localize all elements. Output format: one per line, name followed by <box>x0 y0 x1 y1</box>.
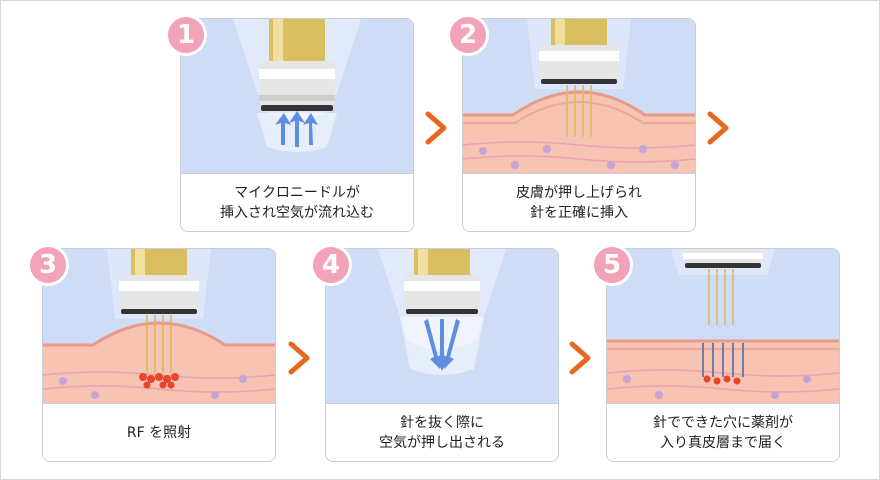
chevron-right-icon <box>707 111 729 145</box>
caption-line: 挿入され空気が流れ込む <box>220 205 374 221</box>
step-illustration-1 <box>181 19 413 173</box>
handpiece-icon <box>233 19 361 152</box>
step-badge-2: 2 <box>447 14 489 56</box>
caption-line: RF を照射 <box>126 425 192 441</box>
airflow-arrow-icon <box>275 111 318 147</box>
caption-line: 空気が押し出される <box>379 435 505 451</box>
medicine-channel-icon <box>702 343 744 377</box>
caption-line: 針を抜く際に <box>400 415 484 431</box>
step-caption-2: 皮膚が押し上げられ 針を正確に挿入 <box>463 173 695 231</box>
step-badge-5: 5 <box>591 244 633 286</box>
step-card-4: 針を抜く際に 空気が押し出される <box>325 248 559 462</box>
step-caption-5: 針でできた穴に薬剤が 入り真皮層まで届く <box>607 403 839 461</box>
step-illustration-2 <box>463 19 695 173</box>
step-caption-1: マイクロニードルが 挿入され空気が流れ込む <box>181 173 413 231</box>
step-card-3: RF を照射 <box>42 248 276 462</box>
step-card-1: マイクロニードルが 挿入され空気が流れ込む <box>180 18 414 232</box>
airflow-arrow-icon <box>424 319 460 371</box>
step-card-2: 皮膚が押し上げられ 針を正確に挿入 <box>462 18 696 232</box>
chevron-right-icon <box>425 111 447 145</box>
chevron-right-icon <box>288 341 310 375</box>
step-badge-4: 4 <box>310 244 352 286</box>
step-illustration-3 <box>43 249 275 403</box>
caption-line: 針を正確に挿入 <box>530 205 628 221</box>
step-illustration-4 <box>326 249 558 403</box>
skin-layer-icon <box>463 90 695 173</box>
rf-energy-icon <box>139 373 179 389</box>
chevron-right-icon <box>569 341 591 375</box>
step-card-5: 針でできた穴に薬剤が 入り真皮層まで届く <box>606 248 840 462</box>
step-badge-1: 1 <box>165 14 207 56</box>
caption-line: 針でできた穴に薬剤が <box>653 415 793 431</box>
step-caption-4: 針を抜く際に 空気が押し出される <box>326 403 558 461</box>
step-illustration-5 <box>607 249 839 403</box>
caption-line: マイクロニードルが <box>234 185 360 201</box>
caption-line: 入り真皮層まで届く <box>660 435 786 451</box>
step-badge-3: 3 <box>27 244 69 286</box>
caption-line: 皮膚が押し上げられ <box>516 185 642 201</box>
step-caption-3: RF を照射 <box>43 403 275 461</box>
needle-icon <box>566 85 592 137</box>
